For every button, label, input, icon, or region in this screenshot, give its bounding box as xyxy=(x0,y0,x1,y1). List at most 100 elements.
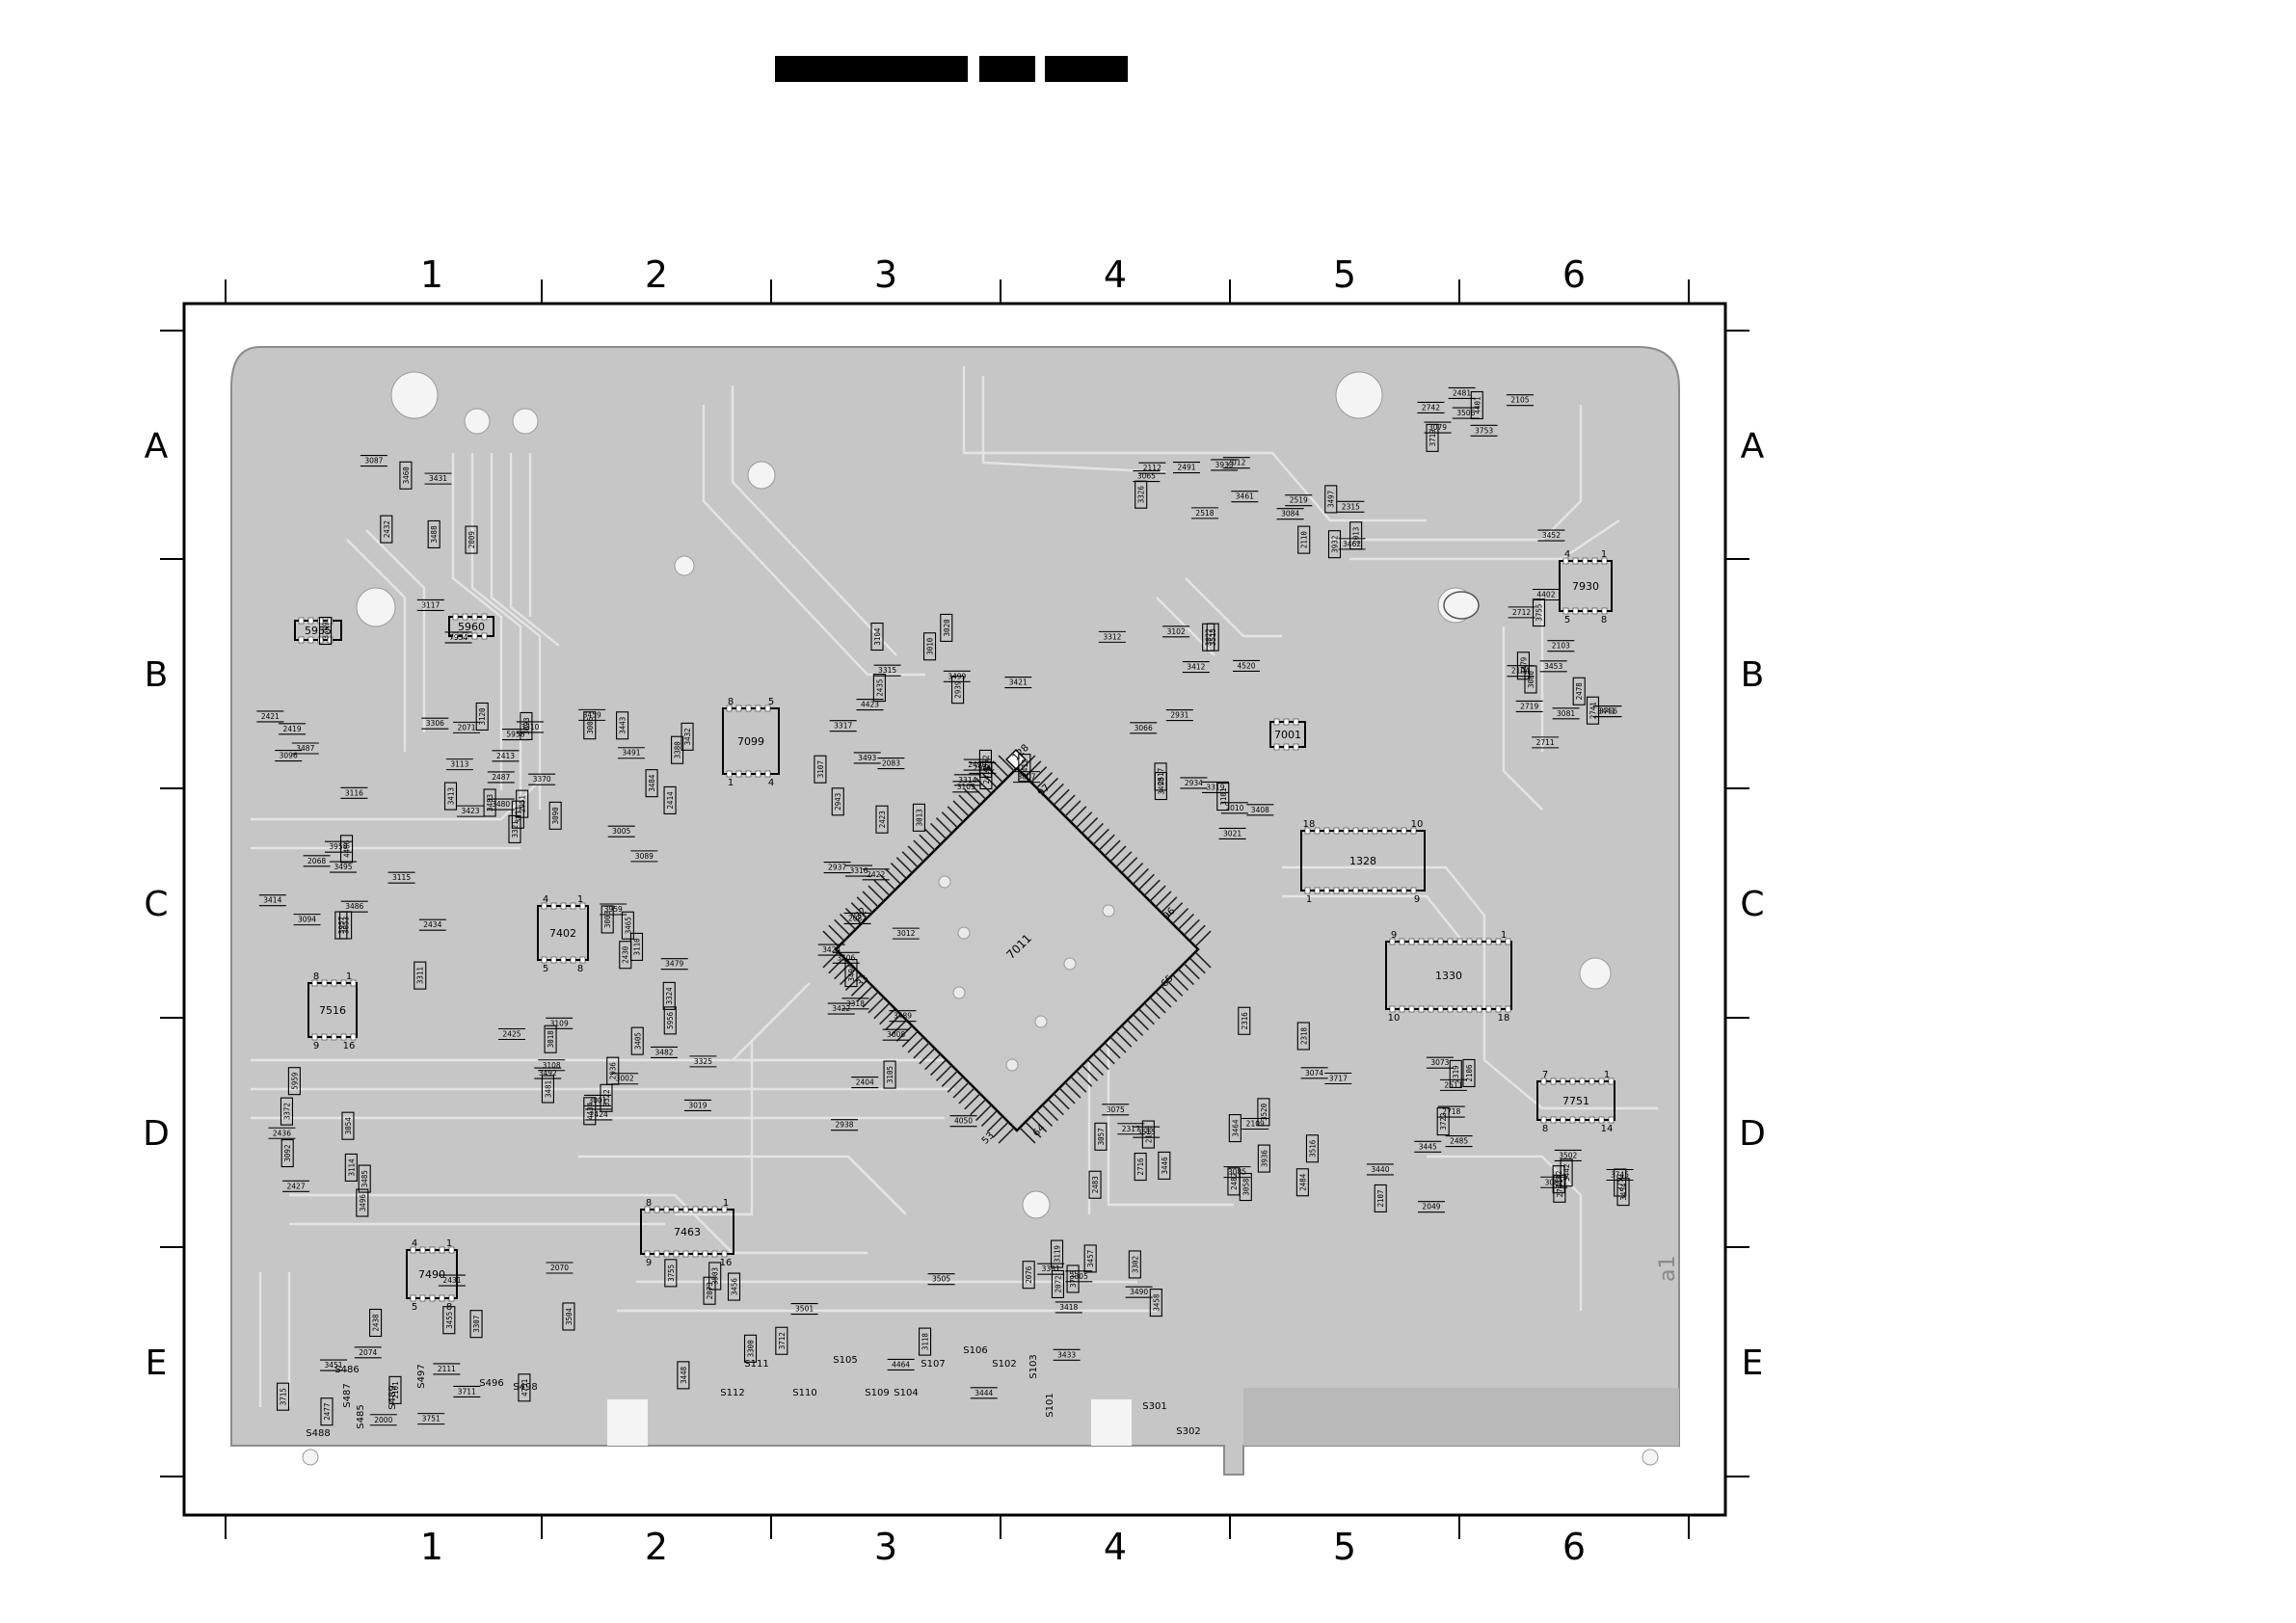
frame-border xyxy=(182,302,1727,1517)
ic-pad xyxy=(1550,1116,1557,1124)
component-5959: 5959 xyxy=(287,1067,301,1096)
component-designator: 3013 xyxy=(915,809,923,826)
ic-pad xyxy=(1410,887,1417,894)
component-3102: 3102 xyxy=(1162,625,1190,638)
ic-pad xyxy=(579,902,586,910)
component-designator: 3448 xyxy=(680,1366,688,1384)
component-3302: 3302 xyxy=(1128,1250,1141,1279)
component-outline xyxy=(1149,1289,1162,1317)
component-2487: 2487 xyxy=(487,771,515,784)
ic-pad xyxy=(1428,938,1434,945)
component-designator: 2436 xyxy=(273,1129,291,1137)
component-2317: 2317 xyxy=(1117,1123,1145,1135)
component-2485: 2485 xyxy=(1445,1135,1473,1148)
component-designator: 3422 xyxy=(832,1004,850,1013)
ic-pad xyxy=(1601,557,1608,565)
component-designator: 2411 xyxy=(982,766,991,784)
component-3325: 3325 xyxy=(689,1055,717,1068)
component-designator: 3497 xyxy=(1327,491,1336,508)
qfp-lead xyxy=(1171,907,1189,925)
component-designator: 2317 xyxy=(1122,1125,1140,1133)
component-designator: 2424 xyxy=(590,1110,608,1119)
ic-pad xyxy=(1273,743,1280,751)
qfp-lead xyxy=(913,839,930,857)
qfp-lead xyxy=(1121,1024,1138,1042)
component-designator: 2491 xyxy=(1177,464,1195,472)
component-3486: 3486 xyxy=(340,900,368,913)
qfp-lead xyxy=(1041,1104,1059,1122)
component-designator: 3496 xyxy=(359,1194,367,1212)
component-3087: 3087 xyxy=(360,454,387,467)
component-outline xyxy=(1349,521,1363,550)
component-3111: 3111 xyxy=(511,800,524,829)
qfp-lead xyxy=(980,1109,999,1128)
component-designator: 3440 xyxy=(1371,1165,1389,1174)
component-designator: 3456 xyxy=(731,1278,739,1296)
ic-pad xyxy=(1550,1078,1557,1085)
component-designator: 2102 xyxy=(1555,1171,1563,1188)
ic-pad xyxy=(1391,827,1398,835)
component-3118: 3118 xyxy=(919,1327,932,1356)
component-3424: 3424 xyxy=(817,944,845,956)
component-outline xyxy=(358,1164,371,1193)
pcb-trace xyxy=(702,405,925,677)
qfp-lead xyxy=(992,760,1009,778)
component-2082: 2082 xyxy=(843,912,871,925)
component-outline xyxy=(1586,696,1600,725)
component-outline xyxy=(912,803,925,832)
component-outline xyxy=(1614,1168,1627,1197)
qfp-lead xyxy=(895,1024,913,1042)
component-2107: 2107 xyxy=(1374,1184,1387,1213)
component-2111: 2111 xyxy=(433,1363,461,1375)
pin-number: 8 xyxy=(1542,1124,1548,1134)
component-outline xyxy=(483,788,496,817)
qfp-lead xyxy=(1019,1127,1036,1144)
component-designator: 3079 xyxy=(1428,423,1447,432)
component-designator: 4434 xyxy=(586,1102,595,1120)
qfp-lead xyxy=(986,1115,1003,1132)
switch-s486: S486 xyxy=(334,1365,359,1375)
component-outline xyxy=(663,785,677,814)
ic-pad xyxy=(462,632,468,640)
component-designator: 2432 xyxy=(383,520,391,538)
component-outline xyxy=(1324,485,1338,514)
ic-pad xyxy=(311,1033,318,1041)
component-designator: 3442 xyxy=(1562,1164,1571,1182)
component-3455: 3455 xyxy=(442,1306,456,1335)
ic-pad xyxy=(1582,607,1589,615)
ic-pad xyxy=(644,1250,651,1258)
ic-pad xyxy=(654,1206,660,1213)
component-outline xyxy=(1088,1170,1102,1199)
component-2110: 2110 xyxy=(1297,525,1311,554)
ic-pad xyxy=(579,956,586,964)
pcb-trace xyxy=(289,1193,868,1255)
ic-pad xyxy=(711,1206,718,1213)
component-designator: 3006 xyxy=(586,716,595,734)
qfp-lead xyxy=(873,879,891,896)
component-designator: 2070 xyxy=(550,1264,569,1272)
component-3479: 3479 xyxy=(660,958,688,971)
component-designator: 2941 xyxy=(974,763,992,772)
qfp-lead xyxy=(873,1002,891,1020)
ic-label: 5955 xyxy=(305,625,332,637)
component-designator: 3492 xyxy=(539,1069,557,1078)
ic-label: 7463 xyxy=(674,1226,701,1238)
component-3484: 3484 xyxy=(645,769,658,798)
component-3119: 3119 xyxy=(1050,1239,1064,1268)
component-3465: 3465 xyxy=(621,911,634,940)
ic-pad xyxy=(452,632,459,640)
component-designator: 3452 xyxy=(1542,531,1561,540)
component-3936: 3936 xyxy=(1257,1144,1270,1173)
pcb-trace xyxy=(346,539,407,752)
pcb-trace xyxy=(509,453,560,647)
qfp-lead xyxy=(1030,1115,1048,1132)
ic-pad xyxy=(1591,607,1598,615)
component-designator: 3102 xyxy=(1167,627,1186,636)
mounting-hole xyxy=(356,587,396,627)
ic-pad xyxy=(471,632,478,640)
component-3755: 3755 xyxy=(664,1259,678,1288)
component-designator: 3515 xyxy=(1137,1128,1156,1136)
qfp-lead xyxy=(1126,1019,1144,1037)
ic-pad xyxy=(1476,1005,1482,1013)
qfp-lead xyxy=(850,902,868,919)
